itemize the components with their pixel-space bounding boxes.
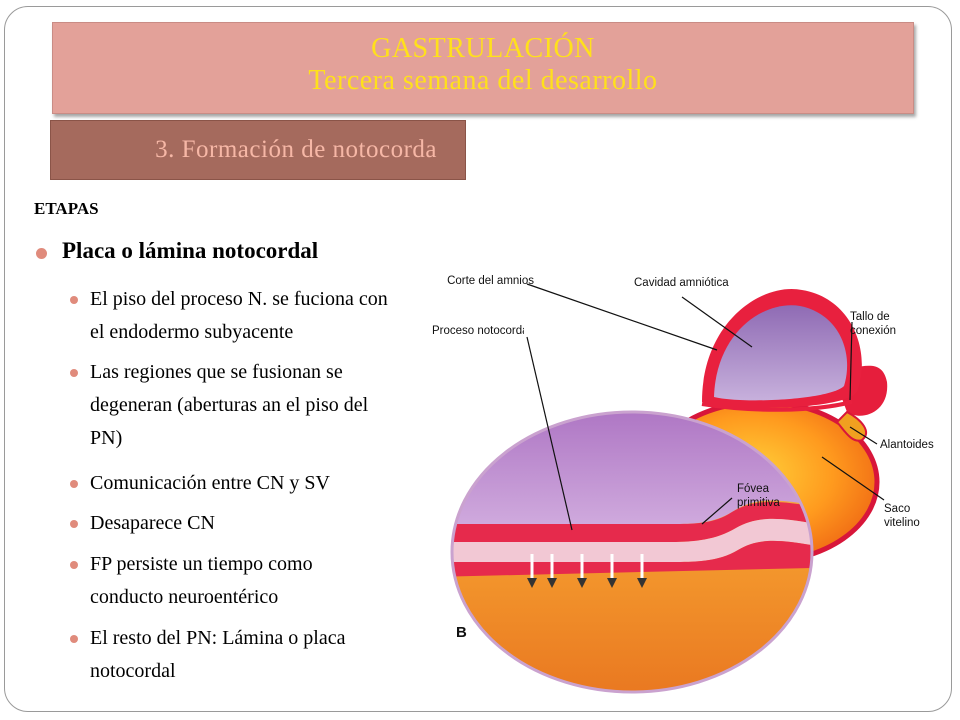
bullet-item: El piso del proceso N. se fuciona con el… [70,283,388,349]
title-line-2: Tercera semana del desarrollo [308,65,658,96]
bullet-line: FP persiste un tiempo como [90,553,313,575]
bullet-item: Desaparece CN [70,507,215,540]
pointer-line [526,283,718,351]
lens-outline [450,410,814,694]
embryonic-disc [701,400,853,412]
arrowheads [527,578,647,588]
pointer-line [526,336,573,531]
bullet-line: Las regiones que se fusionan se [90,361,343,383]
label-allantois: Alantoides [880,439,934,451]
pointer-line [701,497,733,525]
bullet-line: el endodermo subyacente [90,321,294,343]
heading-bullet: Placa o lámina notocordal [35,238,319,263]
bullet-line: notocordal [90,660,176,682]
label-notochordal-process: Proceso notocordal [432,325,524,337]
section-subtitle: 3. Formación de notocorda [50,120,466,180]
panel-label: B [456,624,467,641]
bullet-item: FP persiste un tiempo como conducto neur… [70,548,313,614]
text-column: Placa o lámina notocordal El piso del pr… [0,0,460,720]
bullet-line: El piso del proceso N. se fuciona con [90,288,388,310]
pointer-line [821,456,885,501]
label-connecting-stalk: Tallo de conexión [850,311,897,337]
label-yolk-sac: Saco vitelino [884,503,920,529]
bullet-line: El resto del PN: Lámina o placa [90,627,346,649]
bullet-line: conducto neuroentérico [90,586,279,608]
embryo-illustration: Corte del amnios Cavidad amniótica Tallo… [432,262,952,710]
bullet-item: El resto del PN: Lámina o placa notocord… [69,622,346,688]
label-primitive-pit: Fóvea primitiva [737,483,780,509]
label-amnios: Corte del amnios [447,275,534,287]
bullet-line: Desaparece CN [90,512,215,534]
label-amniotic-cavity: Cavidad amniótica [634,277,729,289]
embryo-drawing [450,283,888,694]
pointer-line [681,296,753,348]
amniotic-cavity [714,305,848,401]
bullet-line: PN) [90,427,123,449]
bullet-line: degeneran (aberturas an el piso del [90,394,369,416]
neurenteric-arrows [530,554,644,580]
bullet-item: Las regiones que se fusionan se degenera… [69,356,369,455]
pointer-line [849,321,853,401]
title-line-1: GASTRULACIÓN [371,33,595,64]
stage-label: ETAPAS [34,199,99,218]
magnified-section [452,412,812,692]
bullet-item: Comunicación entre CN y SV [70,467,330,500]
title-banner: GASTRULACIÓN Tercera semana del desarrol… [52,22,914,114]
subtitle-text: 3. Formación de notocorda [155,136,437,163]
allantois [835,410,867,442]
bullet-line: Comunicación entre CN y SV [90,472,330,494]
pointer-line [849,426,878,445]
